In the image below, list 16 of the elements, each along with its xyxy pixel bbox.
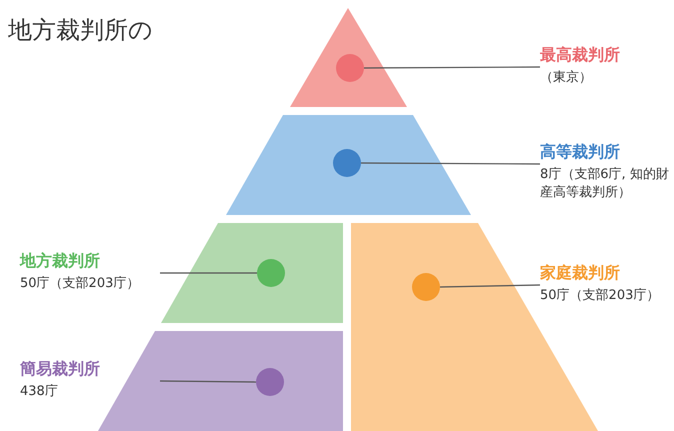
- leader-line: [160, 380, 256, 383]
- title: 地方裁判所の: [8, 15, 153, 46]
- court-count: 50庁（支部203庁）: [540, 287, 660, 305]
- leader-line: [364, 66, 540, 69]
- leader-line: [361, 162, 540, 165]
- court-name: 高等裁判所: [540, 141, 621, 163]
- court-count: （東京）: [540, 69, 593, 87]
- court-count: 50庁（支部203庁）: [20, 275, 140, 293]
- court-name: 地方裁判所: [20, 250, 101, 272]
- court-count: 438庁: [20, 383, 59, 401]
- court-name: 簡易裁判所: [20, 358, 101, 380]
- leader-line: [160, 272, 257, 274]
- court-count: 8庁（支部6庁, 知的財産高等裁判所）: [540, 166, 670, 202]
- court-name: 最高裁判所: [540, 44, 621, 66]
- court-name: 家庭裁判所: [540, 262, 621, 284]
- leader-line: [440, 284, 540, 288]
